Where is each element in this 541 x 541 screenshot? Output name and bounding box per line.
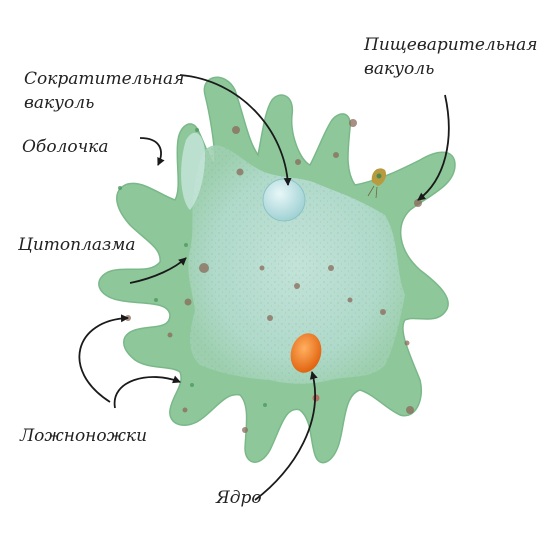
arrow-digestive-vacuole (417, 94, 450, 201)
label-pseudopodia: Ложноножки (19, 426, 147, 446)
label-membrane: Оболочка (22, 137, 108, 157)
arrow-pseudopodia-lower (113, 375, 181, 409)
labels: Сократительная вакуоль Пищеварительная в… (17, 35, 538, 508)
arrow-membrane (139, 137, 165, 166)
label-contractile-vacuole-line2: вакуоль (24, 93, 94, 113)
membrane-fold (181, 132, 205, 210)
arrow-pseudopodia-upper (78, 314, 129, 403)
arrow-cytoplasm (129, 257, 187, 284)
amoeba-cell (98, 76, 456, 464)
label-contractile-vacuole-line1: Сократительная (24, 69, 184, 89)
prey-organism (367, 168, 387, 199)
arrow-contractile-vacuole (179, 74, 292, 186)
inclusions (125, 119, 422, 433)
label-cytoplasm: Цитоплазма (17, 235, 136, 255)
nucleus (290, 333, 322, 373)
contractile-vacuole (262, 178, 306, 222)
label-nucleus: Ядро (215, 488, 262, 508)
green-granules (118, 128, 267, 407)
label-digestive-vacuole-line2: вакуоль (364, 59, 434, 79)
arrows (78, 74, 450, 501)
label-digestive-vacuole-line1: Пищеварительная (363, 35, 538, 55)
arrow-nucleus (254, 371, 318, 501)
